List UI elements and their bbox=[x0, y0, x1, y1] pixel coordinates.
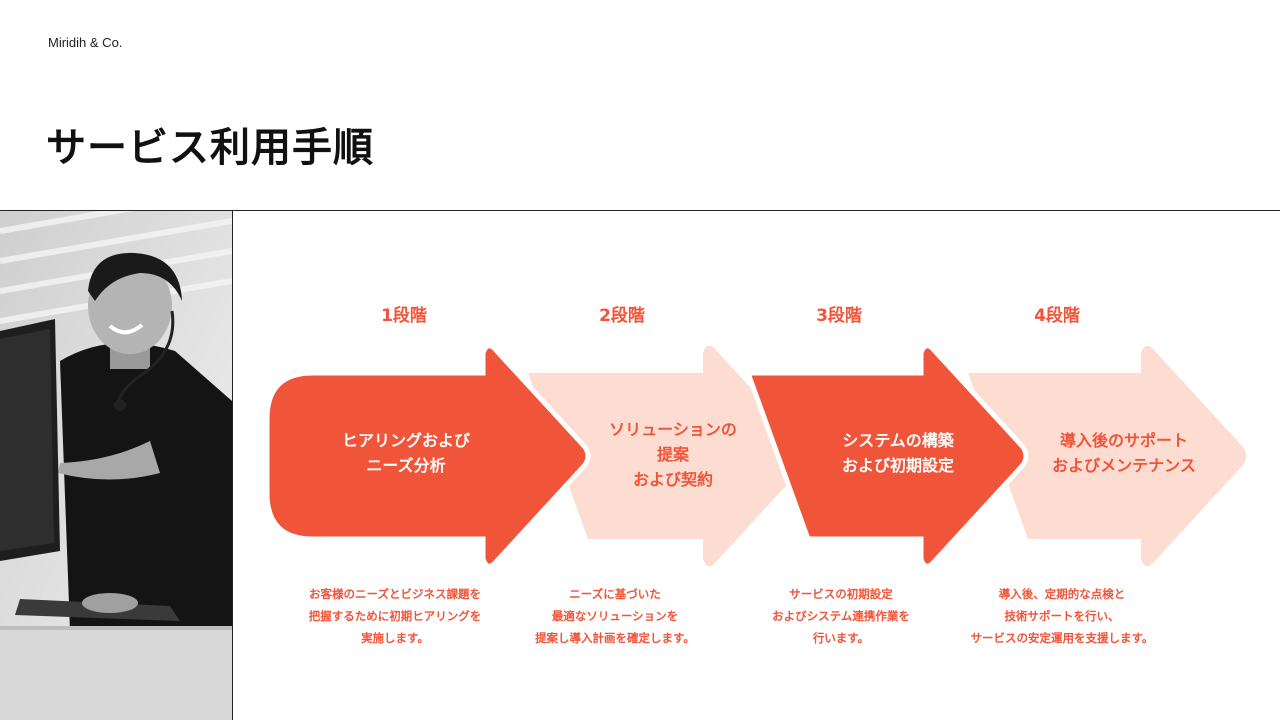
horizontal-divider bbox=[0, 210, 1280, 211]
brand-name: Miridih & Co. bbox=[48, 35, 123, 50]
page-title: サービス利用手順 bbox=[46, 125, 374, 171]
step-4-arrow-shape bbox=[968, 345, 1246, 567]
step-1-description: お客様のニーズとビジネス課題を 把握するために初期ヒアリングを 実施します。 bbox=[308, 587, 482, 645]
step-2-label: 2段階 bbox=[599, 306, 645, 326]
step-3-arrow-shape bbox=[744, 343, 1029, 569]
step-3-label: 3段階 bbox=[816, 306, 862, 326]
support-agent-photo bbox=[0, 211, 232, 720]
process-arrows bbox=[264, 343, 1246, 569]
step-4-description: 導入後、定期的な点検と 技術サポートを行い、 サービスの安定運用を支援します。 bbox=[970, 587, 1154, 645]
step-4-label: 4段階 bbox=[1034, 306, 1080, 326]
step-2-arrow-shape bbox=[528, 345, 808, 567]
step-1-arrow-shape bbox=[264, 343, 591, 569]
step-2-description: ニーズに基づいた 最適なソリューションを 提案し導入計画を確定します。 bbox=[535, 587, 695, 645]
step-4-title: 導入後のサポート およびメンテナンス bbox=[1052, 431, 1196, 475]
step-1-title: ヒアリングおよび ニーズ分析 bbox=[341, 431, 470, 475]
vertical-divider bbox=[232, 210, 233, 720]
step-2-title: ソリューションの 提案 および契約 bbox=[609, 420, 737, 489]
step-3-description: サービスの初期設定 およびシステム連携作業を 行います。 bbox=[772, 587, 910, 645]
step-1-label: 1段階 bbox=[381, 306, 427, 326]
step-3-title: システムの構築 および初期設定 bbox=[841, 431, 954, 475]
process-steps: 1段階 2段階 3段階 4段階 ヒアリングおよび ニーズ分析 ソリューションの … bbox=[233, 211, 1280, 720]
